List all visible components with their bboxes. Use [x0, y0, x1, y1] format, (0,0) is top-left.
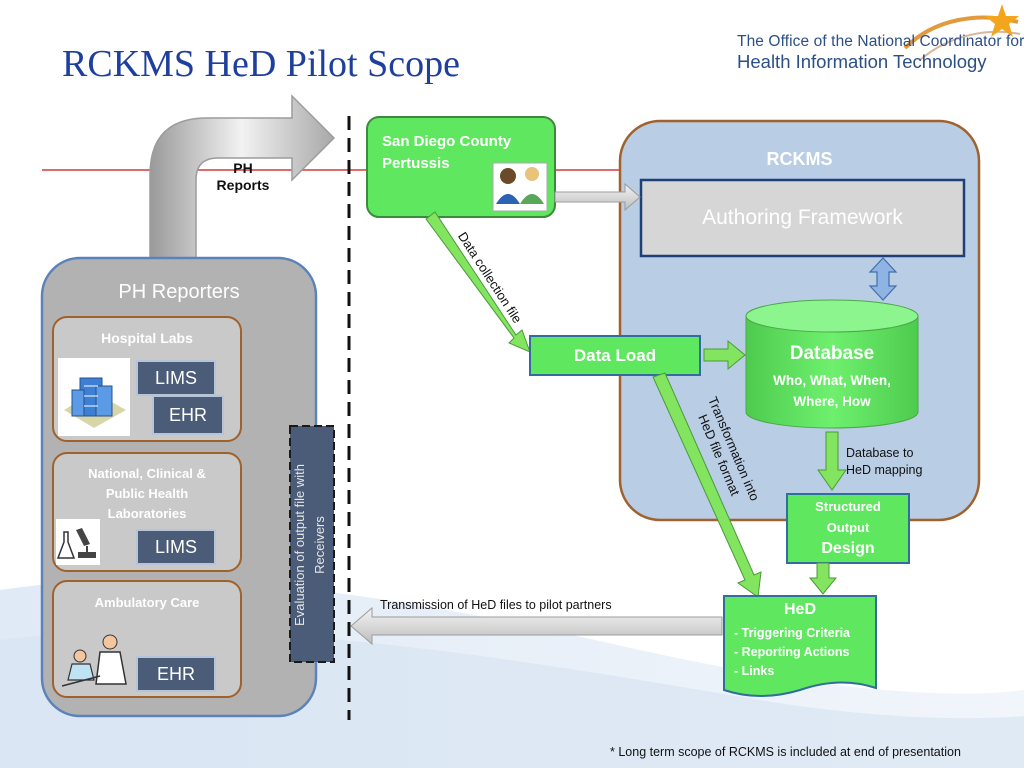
transmission-arrow — [350, 606, 723, 646]
lab-equipment-icon — [56, 519, 100, 565]
db-mapping-label-line2: HeD mapping — [846, 463, 923, 477]
san-diego-label: San Diego County Pertussis — [382, 131, 511, 175]
database-cylinder — [745, 299, 919, 429]
national-labs-title-line1: National, Clinical & — [88, 466, 206, 481]
ambulatory-ehr-box: EHR — [156, 663, 195, 684]
structured-output-box: Structured Output Design — [787, 496, 909, 559]
authoring-framework-box-shape — [639, 178, 966, 258]
onc-logo-line1: The Office of the National Coordinator f… — [737, 33, 1024, 50]
national-labs-title: National, Clinical & Public Health Labor… — [53, 464, 241, 524]
structured-to-hed-arrow — [808, 562, 838, 595]
ph-reporters-title: PH Reporters — [118, 280, 240, 303]
doctor-patient-icon — [61, 634, 127, 687]
transformation-arrow — [652, 372, 762, 598]
people-icon — [492, 162, 548, 212]
hed-item: - Reporting Actions — [734, 645, 850, 659]
san-diego-label-line1: San Diego County — [382, 133, 512, 150]
national-labs-title-line3: Laboratories — [107, 506, 187, 521]
authoring-framework-box: Authoring Framework — [702, 206, 903, 229]
hed-item: - Triggering Criteria — [734, 626, 850, 640]
ph-reports-label-line2: Reports — [216, 177, 270, 193]
evaluation-label-line1: Evaluation of output file with — [292, 464, 307, 626]
database-to-structured-arrow — [817, 431, 847, 491]
structured-output-box-shape — [786, 493, 910, 564]
data-collection-arrow — [425, 211, 531, 353]
database-title: Database — [789, 343, 875, 364]
database-subtitle: Who, What, When, Where, How — [746, 370, 918, 412]
sandiego-to-authoring-arrow — [554, 182, 641, 212]
ambulatory-ehr-box-shape — [136, 656, 216, 692]
san-diego-label-line2: Pertussis — [382, 155, 450, 172]
footnote: * Long term scope of RCKMS is included a… — [610, 745, 961, 759]
national-lims-box-shape — [136, 529, 216, 565]
dataload-to-database-arrow — [703, 339, 746, 371]
hed-items: - Triggering Criteria - Reporting Action… — [734, 624, 850, 681]
hospital-labs-title: Hospital Labs — [101, 330, 193, 346]
hed-item: - Links — [734, 664, 775, 678]
ph-reports-label-line1: PH — [233, 160, 253, 176]
db-mapping-label: Database to HeD mapping — [846, 445, 922, 479]
ambulatory-title: Ambulatory Care — [94, 594, 200, 610]
onc-logo: The Office of the National Coordinator f… — [737, 33, 1024, 73]
evaluation-box-shape — [289, 425, 335, 663]
hospital-building-icon — [58, 358, 130, 436]
onc-logo-star — [985, 4, 1019, 37]
ph-reports-arrow — [149, 94, 336, 263]
national-lims-box: LIMS — [154, 536, 197, 557]
page-title: RCKMS HeD Pilot Scope — [62, 43, 460, 85]
rckms-title: RCKMS — [766, 148, 833, 169]
hospital-ehr-box-shape — [152, 395, 224, 435]
structured-output-line1: Structured — [815, 499, 881, 514]
hed-document-shape — [723, 595, 877, 697]
hed-title: HeD — [783, 601, 816, 618]
evaluation-label-line2: Receivers — [312, 516, 327, 574]
ph-reports-label: PH Reports — [208, 160, 278, 194]
onc-logo-line2: Health Information Technology — [737, 51, 987, 72]
data-load-box-shape — [529, 335, 701, 376]
database-subtitle-line2: Where, How — [793, 394, 871, 409]
evaluation-label: Evaluation of output file with Receivers — [290, 427, 334, 663]
hospital-lims-box: LIMS — [154, 367, 197, 388]
national-labs-title-line2: Public Health — [105, 486, 189, 501]
db-mapping-label-line1: Database to — [846, 446, 914, 460]
transmission-label: Transmission of HeD files to pilot partn… — [380, 598, 612, 612]
hospital-ehr-box: EHR — [168, 404, 207, 425]
database-subtitle-line1: Who, What, When, — [773, 373, 891, 388]
structured-output-line3: Design — [821, 540, 875, 557]
authoring-database-arrow — [868, 257, 898, 301]
data-load-box: Data Load — [573, 345, 657, 365]
structured-output-line2: Output — [826, 520, 870, 535]
